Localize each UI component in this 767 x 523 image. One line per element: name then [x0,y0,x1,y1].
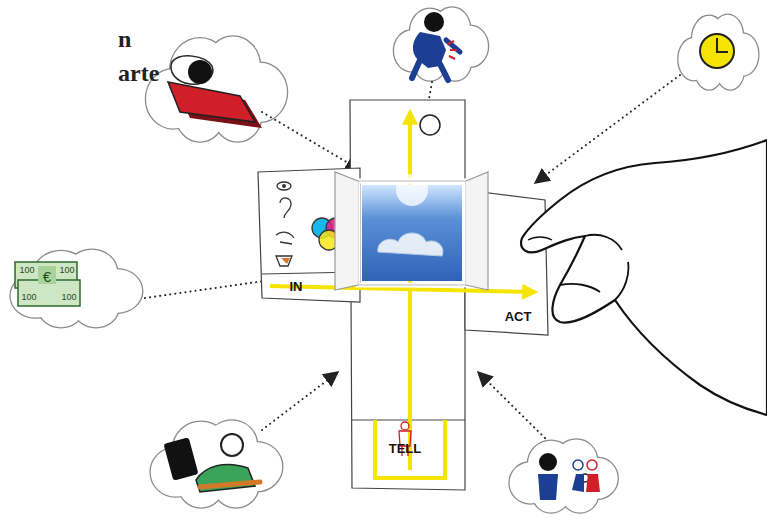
banknote-value: 100 [59,266,74,275]
banknote-value: 100 [19,266,34,275]
reading-person-icon [164,434,260,492]
card-label: IN [290,280,303,293]
hand [521,140,767,415]
bed-icon [168,56,262,128]
card [258,100,548,490]
card-label: ACT [505,310,532,323]
card-node: IN ACT TELL [258,100,548,495]
clock-icon [700,34,734,68]
back-pain-icon [412,12,460,80]
currency-sign: € [43,269,51,284]
heading-fragment: n [118,27,131,51]
people-icon [538,453,600,500]
banknote-value: 100 [61,293,76,302]
banknotes [15,262,80,306]
card-label: TELL [389,442,422,455]
heading-fragment: arte [118,61,159,85]
banknote-value: 100 [21,293,36,302]
